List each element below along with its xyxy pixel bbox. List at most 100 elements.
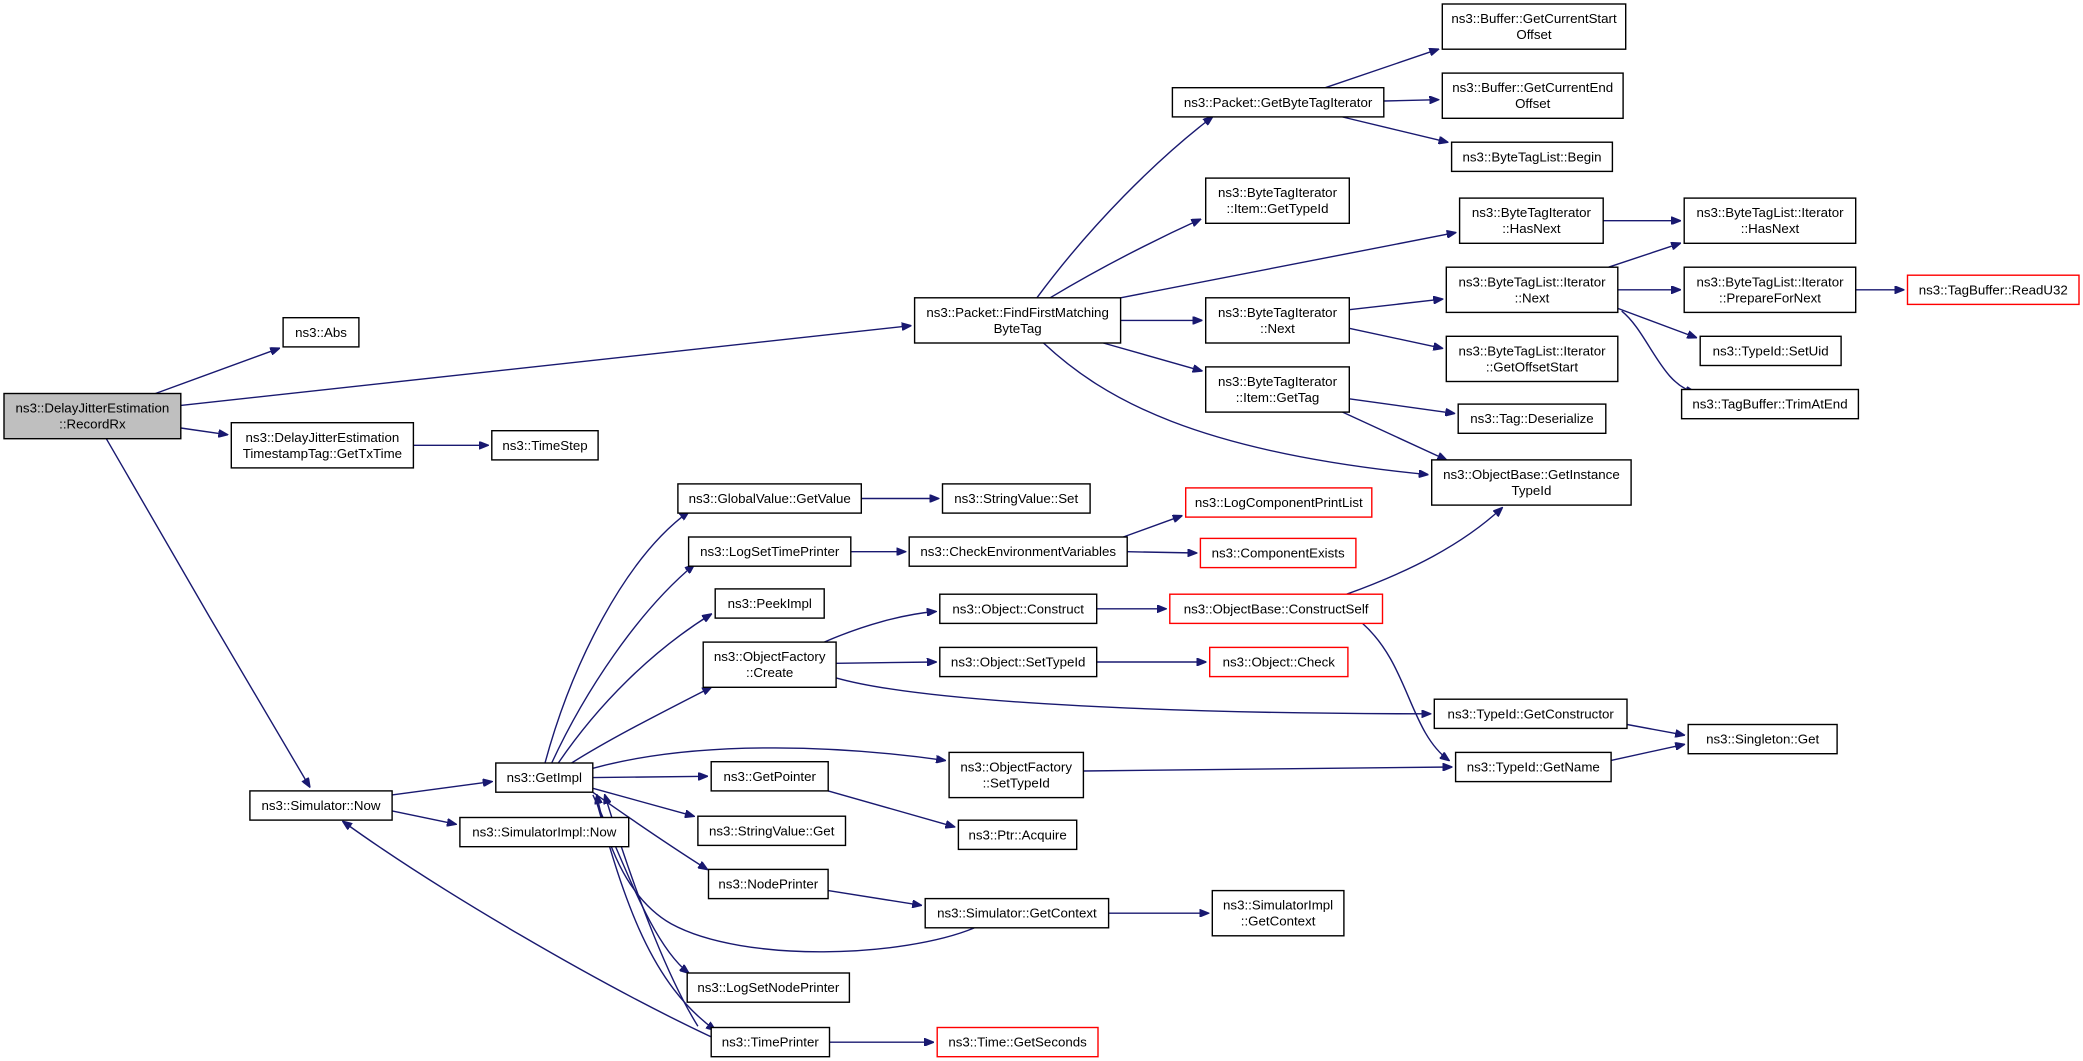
edge-line	[1120, 233, 1456, 299]
edge-getbytetagit-to-bufend	[1383, 100, 1439, 101]
node-box	[908, 536, 1128, 567]
edge-line	[1103, 342, 1201, 371]
node-nodeprinter[interactable]: ns3::NodePrinter	[707, 868, 829, 900]
node-strget[interactable]: ns3::StringValue::Get	[697, 815, 847, 847]
node-readu32[interactable]: ns3::TagBuffer::ReadU32	[1906, 274, 2080, 306]
node-btlhasnext[interactable]: ns3::ByteTagList::Iterator::HasNext	[1683, 197, 1857, 245]
edge-line	[1036, 117, 1212, 299]
node-box	[1169, 593, 1384, 625]
node-logcomp[interactable]: ns3::LogComponentPrintList	[1184, 487, 1373, 518]
node-prepnext[interactable]: ns3::ByteTagList::Iterator::PrepareForNe…	[1683, 266, 1857, 314]
node-label: ns3::ByteTagList::Iterator	[1458, 274, 1606, 289]
node-label: ns3::GetPointer	[724, 769, 817, 784]
node-objfsettypeid[interactable]: ns3::ObjectFactory::SetTypeId	[948, 751, 1085, 799]
node-getconstructor[interactable]: ns3::TypeId::GetConstructor	[1433, 698, 1628, 730]
node-label: ns3::ObjectFactory	[960, 760, 1072, 775]
node-bthasnext[interactable]: ns3::ByteTagIterator::HasNext	[1458, 197, 1604, 245]
node-box	[1441, 72, 1624, 119]
node-label: TimestampTag::GetTxTime	[243, 446, 402, 461]
node-box	[702, 641, 837, 688]
node-label: ::Next	[1260, 321, 1295, 336]
node-simnow[interactable]: ns3::Simulator::Now	[249, 790, 393, 821]
node-logsetnode[interactable]: ns3::LogSetNodePrinter	[686, 972, 851, 1003]
edge-line	[1621, 310, 1695, 392]
node-box	[1699, 335, 1842, 367]
node-objcheck[interactable]: ns3::Object::Check	[1208, 646, 1349, 678]
edge-objfcreate-to-objsettypeid	[836, 662, 936, 663]
node-setuid[interactable]: ns3::TypeId::SetUid	[1699, 335, 1842, 367]
node-label: ns3::ByteTagList::Iterator	[1458, 343, 1606, 358]
node-constructself[interactable]: ns3::ObjectBase::ConstructSelf	[1169, 593, 1384, 625]
node-label: ns3::TimePrinter	[722, 1035, 820, 1050]
edge-btlnext-to-trimatend	[1621, 310, 1695, 392]
node-getpointer[interactable]: ns3::GetPointer	[710, 761, 829, 792]
node-simimplgetctx[interactable]: ns3::SimulatorImpl::GetContext	[1211, 889, 1345, 937]
node-box	[1204, 366, 1350, 413]
node-objsettypeid[interactable]: ns3::Object::SetTypeId	[939, 646, 1098, 678]
node-label: ns3::Simulator::Now	[262, 798, 381, 813]
node-label: ns3::ObjectFactory	[714, 649, 826, 664]
edge-constructself-to-getinsttypeid	[1346, 508, 1503, 595]
node-itemgettypeid[interactable]: ns3::ByteTagIterator::Item::GetTypeId	[1204, 177, 1350, 225]
node-label: ns3::PeekImpl	[728, 596, 812, 611]
node-box	[939, 646, 1098, 678]
node-compexists[interactable]: ns3::ComponentExists	[1199, 537, 1357, 569]
node-checkenv[interactable]: ns3::CheckEnvironmentVariables	[908, 536, 1128, 567]
edge-line	[1325, 49, 1438, 89]
node-abs[interactable]: ns3::Abs	[282, 317, 360, 348]
node-box	[1445, 335, 1619, 383]
node-objfcreate[interactable]: ns3::ObjectFactory::Create	[702, 641, 837, 688]
node-label: ns3::Object::Construct	[952, 601, 1084, 616]
edge-line	[155, 348, 280, 395]
node-tagdeser[interactable]: ns3::Tag::Deserialize	[1457, 403, 1607, 435]
node-btlnext[interactable]: ns3::ByteTagList::Iterator::Next	[1445, 266, 1619, 314]
node-singleton[interactable]: ns3::Singleton::Get	[1687, 723, 1838, 755]
node-getname[interactable]: ns3::TypeId::GetName	[1454, 751, 1612, 783]
node-label: ::Item::GetTypeId	[1227, 201, 1329, 216]
node-box	[677, 483, 863, 514]
edge-line	[1617, 307, 1696, 337]
edge-objfsettypeid-to-getname	[1083, 767, 1451, 772]
node-label: ns3::TimeStep	[502, 438, 587, 453]
node-label: ns3::ByteTagList::Iterator	[1696, 205, 1844, 220]
node-globalget[interactable]: ns3::GlobalValue::GetValue	[677, 483, 863, 514]
node-box	[1204, 177, 1350, 225]
node-gettx[interactable]: ns3::DelayJitterEstimationTimestampTag::…	[230, 422, 415, 469]
node-logsettime[interactable]: ns3::LogSetTimePrinter	[687, 536, 852, 567]
node-objconstruct[interactable]: ns3::Object::Construct	[939, 593, 1098, 625]
node-simgetctx[interactable]: ns3::Simulator::GetContext	[924, 897, 1110, 929]
node-label: ns3::NodePrinter	[718, 877, 818, 892]
edge-line	[1362, 622, 1449, 760]
edge-getimpl-to-peekimpl	[557, 614, 711, 764]
node-root[interactable]: ns3::DelayJitterEstimation::RecordRx	[3, 392, 182, 440]
node-timeprinter[interactable]: ns3::TimePrinter	[710, 1026, 831, 1058]
node-getseconds[interactable]: ns3::Time::GetSeconds	[936, 1026, 1099, 1058]
node-box	[282, 317, 360, 348]
node-box	[230, 422, 415, 469]
node-itemgettag[interactable]: ns3::ByteTagIterator::Item::GetTag	[1204, 366, 1350, 413]
node-btnext[interactable]: ns3::ByteTagIterator::Next	[1204, 297, 1350, 344]
node-getoffsetstart[interactable]: ns3::ByteTagList::Iterator::GetOffsetSta…	[1445, 335, 1619, 383]
node-btlbegin[interactable]: ns3::ByteTagList::Begin	[1450, 141, 1614, 173]
node-label: ns3::SimulatorImpl	[1223, 898, 1333, 913]
node-peekimpl[interactable]: ns3::PeekImpl	[714, 588, 825, 619]
node-strset[interactable]: ns3::StringValue::Set	[941, 483, 1091, 514]
node-box	[710, 761, 829, 792]
node-timestep[interactable]: ns3::TimeStep	[491, 430, 599, 461]
node-ptracquire[interactable]: ns3::Ptr::Acquire	[957, 819, 1078, 851]
node-label: ns3::LogComponentPrintList	[1195, 495, 1363, 510]
node-box	[1208, 646, 1349, 678]
node-getimpl[interactable]: ns3::GetImpl	[495, 762, 594, 793]
edge-root-to-findfirst	[180, 326, 911, 407]
edge-checkenv-to-logcomp	[1123, 516, 1181, 538]
node-label: ns3::TagBuffer::ReadU32	[1919, 282, 2068, 297]
node-getbytetagit[interactable]: ns3::Packet::GetByteTagIterator	[1171, 86, 1385, 118]
edge-simnow-to-getimpl	[392, 782, 492, 796]
node-trimatend[interactable]: ns3::TagBuffer::TrimAtEnd	[1680, 388, 1860, 420]
node-simimplnow[interactable]: ns3::SimulatorImpl::Now	[459, 816, 630, 848]
node-box	[1680, 388, 1860, 420]
